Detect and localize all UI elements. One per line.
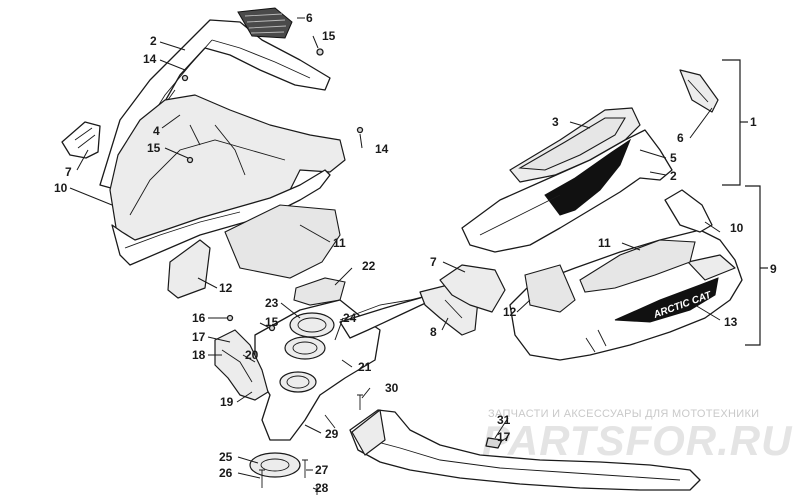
callout-5: 5	[670, 151, 677, 165]
part-side-scoop-left	[61, 121, 101, 159]
callout-7: 7	[65, 165, 72, 179]
callout-28: 28	[315, 481, 329, 495]
part-foam-right	[579, 239, 696, 293]
callout-15: 15	[265, 315, 279, 329]
part-block-left	[167, 239, 211, 299]
callout-7: 7	[430, 255, 437, 269]
part-center-bracket	[254, 289, 439, 441]
callout-15: 15	[322, 29, 336, 43]
callout-26: 26	[219, 466, 233, 480]
part-bottom-ring	[249, 452, 301, 478]
group-brackets	[722, 59, 768, 346]
part-front-fascia-right	[664, 189, 713, 233]
callout-24: 24	[343, 311, 357, 325]
callout-9: 9	[770, 262, 777, 276]
part-side-bracket	[214, 329, 269, 401]
callout-10: 10	[730, 221, 744, 235]
callout-23: 23	[265, 296, 279, 310]
part-vent-mesh-right	[679, 69, 719, 113]
part-side-scoop-center	[439, 264, 506, 313]
callout-10: 10	[54, 181, 68, 195]
callout-15: 15	[147, 141, 161, 155]
callout-20: 20	[245, 348, 259, 362]
callout-11: 11	[598, 236, 611, 250]
callout-31: 31	[497, 413, 511, 427]
callout-6: 6	[306, 11, 313, 25]
callout-14: 14	[143, 52, 157, 66]
part-inner-panel	[109, 94, 346, 256]
callout-1: 1	[750, 115, 757, 129]
callout-27: 27	[315, 463, 329, 477]
hardware	[181, 48, 503, 495]
watermark-logo: PARTSFOR.RU	[482, 417, 793, 464]
callout-17: 17	[497, 430, 511, 444]
part-foam-left	[224, 204, 341, 279]
callout-6: 6	[677, 131, 684, 145]
part-belly-pan-left	[111, 169, 331, 266]
callout-22: 22	[362, 259, 376, 273]
callout-30: 30	[385, 381, 399, 395]
part-hood-right	[461, 129, 673, 253]
callout-4: 4	[153, 124, 160, 138]
watermark-caption: ЗАПЧАСТИ И АКСЕССУАРЫ ДЛЯ МОТОТЕХНИКИ	[488, 408, 759, 420]
callout-12: 12	[503, 305, 517, 319]
watermark: PARTSFOR.RU ЗАПЧАСТИ И АКСЕССУАРЫ ДЛЯ МО…	[482, 408, 793, 464]
callouts: 6 2 15 14 4 7 15 14 10 11 22 12 23 15 24…	[54, 11, 777, 495]
callout-19: 19	[220, 395, 234, 409]
part-bottom-skid	[349, 409, 701, 491]
callout-16: 16	[192, 311, 206, 325]
callout-2: 2	[670, 169, 677, 183]
callout-21: 21	[358, 360, 372, 374]
callout-11: 11	[333, 236, 346, 250]
leader-lines	[69, 17, 721, 491]
callout-14: 14	[375, 142, 389, 156]
part-block-right	[524, 264, 576, 313]
callout-13: 13	[724, 315, 738, 329]
callout-8: 8	[430, 325, 437, 339]
callout-17: 17	[192, 330, 206, 344]
callout-2: 2	[150, 34, 157, 48]
part-vent-mesh-left	[237, 7, 293, 39]
part-hood-upper-right	[509, 107, 641, 183]
callout-25: 25	[219, 450, 233, 464]
callout-18: 18	[192, 348, 206, 362]
callout-3: 3	[552, 115, 559, 129]
callout-12: 12	[219, 281, 233, 295]
callout-29: 29	[325, 427, 339, 441]
